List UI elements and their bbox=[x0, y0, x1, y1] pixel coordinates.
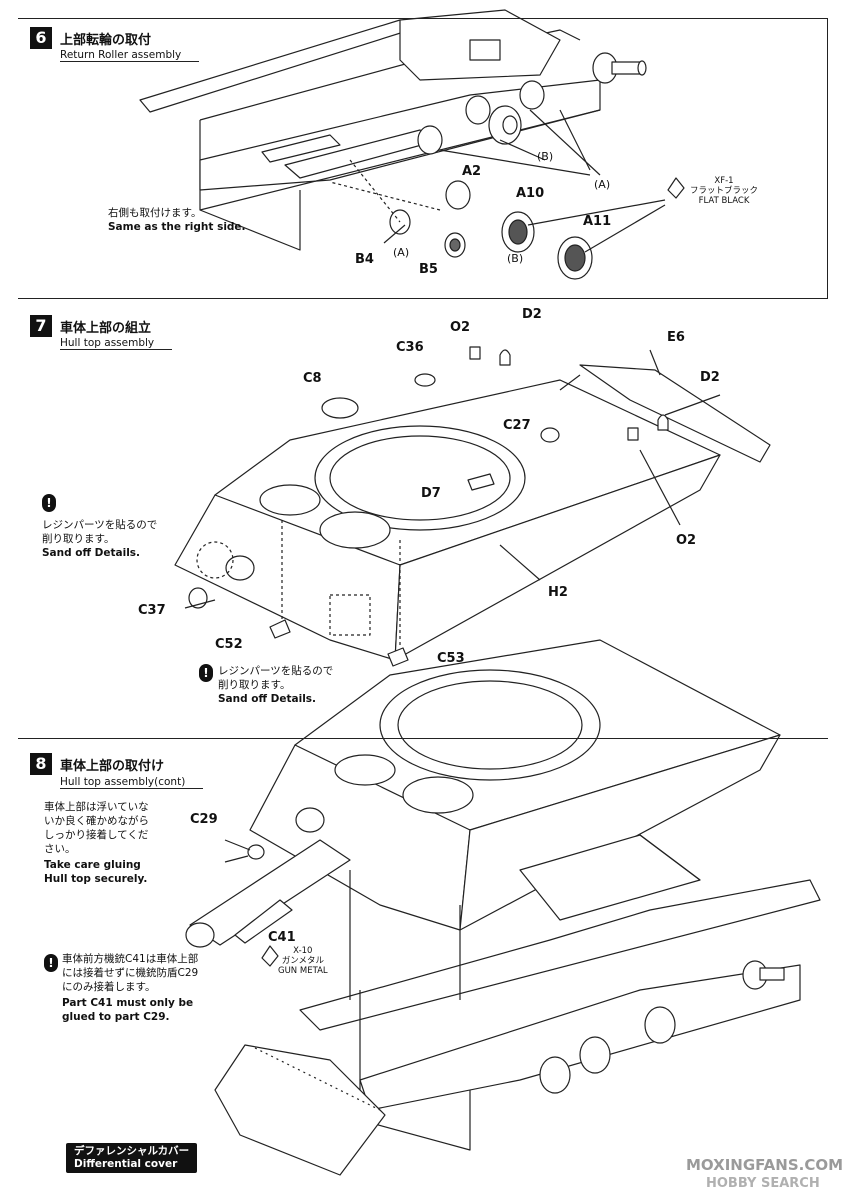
part-c27: C27 bbox=[503, 418, 531, 433]
step7-warning-2-jp-2: 削り取ります。 bbox=[218, 679, 291, 691]
step7-warning-1-en: Sand off Details. bbox=[42, 547, 141, 559]
watermark-hobbysearch: HOBBY SEARCH bbox=[706, 1176, 820, 1191]
step6-paint-callout: XF-1 フラットブラック FLAT BLACK bbox=[690, 176, 758, 206]
step6-border bbox=[827, 19, 828, 299]
differential-cover-en: Differential cover bbox=[74, 1158, 178, 1170]
step8-note-2: 車体前方機銃C41は車体上部 には接着せずに機銃防盾C29 にのみ接着します。 … bbox=[62, 952, 198, 1024]
part-a2: A2 bbox=[462, 164, 482, 179]
step7-warning-icon-2: ! bbox=[199, 664, 213, 682]
step8-paint-jp: ガンメタル bbox=[281, 956, 324, 966]
step8-hull-drawing bbox=[185, 639, 821, 1176]
step7-hull-top-drawing bbox=[174, 346, 771, 667]
step6-note-en: Same as the right side. bbox=[108, 221, 246, 233]
part-c29: C29 bbox=[190, 812, 218, 827]
step6-group-a-bottom: (A) bbox=[393, 246, 410, 259]
part-c37: C37 bbox=[138, 603, 166, 618]
step8-note-2-jp-3: にのみ接着します。 bbox=[62, 981, 156, 993]
step8-note-1-jp-3: しっかり接着してくだ bbox=[44, 829, 149, 841]
step7-warning-2-jp-1: レジンパーツを貼るので bbox=[218, 665, 334, 677]
watermark-moxingfans: MOXINGFANS.COM bbox=[686, 1156, 844, 1174]
step8-note-2-jp-1: 車体前方機銃C41は車体上部 bbox=[62, 953, 199, 965]
part-o2-right: O2 bbox=[676, 533, 697, 548]
step8-note-1: 車体上部は浮いていな いか良く確かめながら しっかり接着してくだ さい。 Tak… bbox=[44, 800, 149, 886]
part-c8: C8 bbox=[303, 371, 322, 386]
part-c36: C36 bbox=[396, 340, 424, 355]
step8-note-1-en-1: Take care gluing bbox=[44, 859, 141, 871]
step8-number: 8 bbox=[30, 753, 52, 775]
step7-warning-2-en: Sand off Details. bbox=[218, 693, 317, 705]
step7-section: 7 車体上部の組立 Hull top assembly bbox=[18, 298, 828, 739]
differential-cover-jp: デファレンシャルカバー bbox=[74, 1145, 190, 1157]
step6-note-jp: 右側も取付けます。 bbox=[108, 207, 202, 219]
step7-warning-1: レジンパーツを貼るので 削り取ります。 Sand off Details. bbox=[42, 518, 157, 560]
differential-cover-label: デファレンシャルカバー Differential cover bbox=[66, 1143, 198, 1173]
step6-paint-code: XF-1 bbox=[714, 176, 734, 186]
step8-paint-callout: X-10 ガンメタル GUN METAL bbox=[278, 946, 328, 976]
step8-note-2-en-1: Part C41 must only be bbox=[62, 997, 194, 1009]
step6-title-jp: 上部転輪の取付 bbox=[60, 33, 152, 48]
part-b5: B5 bbox=[419, 262, 438, 277]
part-a10: A10 bbox=[516, 186, 545, 201]
part-d7: D7 bbox=[421, 486, 441, 501]
step8-title-en: Hull top assembly(cont) bbox=[60, 776, 204, 789]
step6-section: 6 上部転輪の取付 Return Roller assembly bbox=[18, 18, 828, 299]
step6-group-b-top: (B) bbox=[537, 150, 554, 163]
part-o2-top: O2 bbox=[450, 320, 471, 335]
step6-group-b-bottom: (B) bbox=[507, 252, 524, 265]
step6-number: 6 bbox=[30, 27, 52, 49]
step8-note-1-jp-4: さい。 bbox=[44, 843, 76, 855]
part-c53: C53 bbox=[437, 651, 465, 666]
part-c52: C52 bbox=[215, 637, 243, 652]
step6-note: 右側も取付けます。 Same as the right side. bbox=[108, 206, 246, 234]
part-c41: C41 bbox=[268, 930, 296, 945]
step7-warning-1-jp-1: レジンパーツを貼るので bbox=[42, 519, 158, 531]
step8-warning-icon: ! bbox=[44, 954, 58, 972]
step6-group-a-top: (A) bbox=[594, 178, 611, 191]
part-e6: E6 bbox=[667, 330, 685, 345]
part-a11: A11 bbox=[583, 214, 612, 229]
step8-paint-en: GUN METAL bbox=[278, 966, 328, 976]
part-h2: H2 bbox=[548, 585, 568, 600]
part-d2-right: D2 bbox=[700, 370, 720, 385]
part-d2-top: D2 bbox=[522, 307, 542, 322]
step6-title-en: Return Roller assembly bbox=[60, 49, 200, 62]
step6-paint-jp: フラットブラック bbox=[690, 186, 759, 196]
step8-note-2-jp-2: には接着せずに機銃防盾C29 bbox=[62, 967, 199, 979]
part-b4: B4 bbox=[355, 252, 374, 267]
step8-note-1-jp-1: 車体上部は浮いていな bbox=[44, 801, 149, 813]
step8-section: 8 車体上部の取付け Hull top assembly(cont) bbox=[18, 738, 828, 1179]
step6-paint-en: FLAT BLACK bbox=[698, 196, 750, 206]
step7-warning-2: レジンパーツを貼るので 削り取ります。 Sand off Details. bbox=[218, 664, 333, 706]
step8-title-jp: 車体上部の取付け bbox=[60, 759, 165, 774]
step7-number: 7 bbox=[30, 315, 52, 337]
step8-paint-code: X-10 bbox=[293, 946, 313, 956]
step7-warning-icon-1: ! bbox=[42, 494, 56, 512]
step7-warning-1-jp-2: 削り取ります。 bbox=[42, 533, 115, 545]
step6-hull-side-drawing bbox=[139, 9, 685, 280]
step8-note-1-en-2: Hull top securely. bbox=[44, 873, 148, 885]
step7-title-en: Hull top assembly bbox=[60, 337, 173, 350]
step8-note-2-en-2: glued to part C29. bbox=[62, 1011, 170, 1023]
step7-title-jp: 車体上部の組立 bbox=[60, 321, 152, 336]
step8-note-1-jp-2: いか良く確かめながら bbox=[44, 815, 149, 827]
